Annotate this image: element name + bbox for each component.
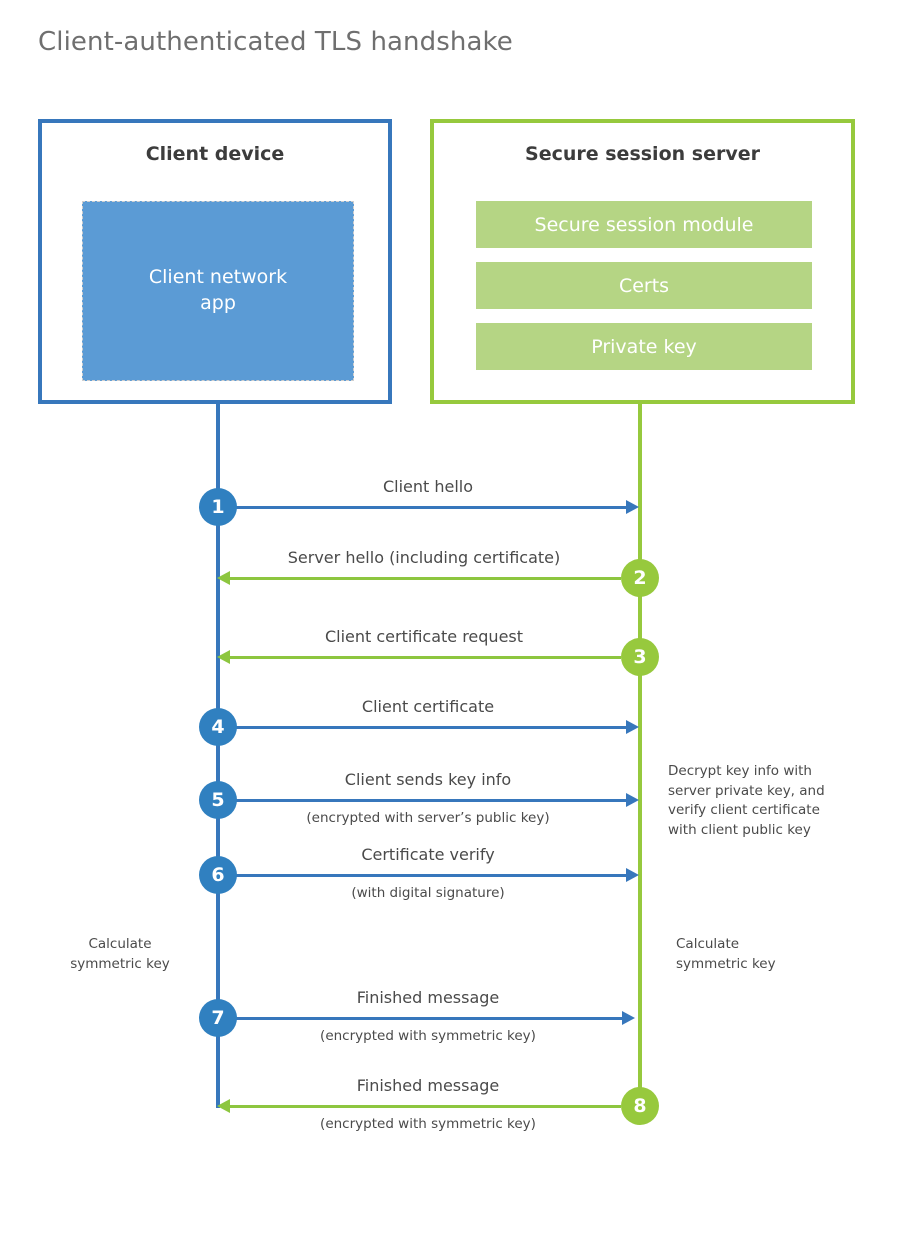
step-5-arrow-line: [236, 799, 626, 802]
server-lifeline: [638, 403, 642, 1108]
server-calculate-symmetric-key-note: Calculate symmetric key: [676, 935, 826, 974]
step-7-arrow-line: [236, 1017, 622, 1020]
step-6-arrow-head-right-icon: [626, 868, 639, 882]
step-7-badge: 7: [199, 999, 237, 1037]
client-calc-note-line1: Calculate: [88, 936, 152, 952]
step-3-badge: 3: [621, 638, 659, 676]
server-module-secure-session: Secure session module: [476, 201, 812, 248]
step-8-sublabel: (encrypted with symmetric key): [320, 1116, 536, 1132]
step-4-arrow-head-right-icon: [626, 720, 639, 734]
client-app-label-line1: Client network: [148, 266, 288, 289]
step-1-arrow-line: [236, 506, 626, 509]
step-7-sublabel: (encrypted with symmetric key): [320, 1028, 536, 1044]
server-module-private-key: Private key: [476, 323, 812, 370]
step-5-badge: 5: [199, 781, 237, 819]
step-1-badge: 1: [199, 488, 237, 526]
server-calc-note-line2: symmetric key: [676, 955, 776, 972]
step-3-arrow-head-left-icon: [217, 650, 230, 664]
client-app-label-line2: app: [200, 292, 236, 314]
step-2-arrow-head-left-icon: [217, 571, 230, 585]
step-1-arrow-head-right-icon: [626, 500, 639, 514]
secure-session-server-title: Secure session server: [525, 143, 760, 165]
step-4-label: Client certificate: [361, 697, 495, 716]
step-8-arrow-head-left-icon: [217, 1099, 230, 1113]
step-4-arrow-line: [236, 726, 626, 729]
step-6-arrow-line: [236, 874, 626, 877]
step-7-label: Finished message: [356, 988, 500, 1007]
step-8-badge: 8: [621, 1087, 659, 1125]
client-lifeline: [216, 403, 220, 1108]
step-1-label: Client hello: [382, 477, 474, 496]
step-6-badge: 6: [199, 856, 237, 894]
client-device-box: Client device Client network app: [38, 119, 392, 404]
step-5-label: Client sends key info: [344, 770, 512, 789]
step-3-label: Client certificate request: [324, 627, 524, 646]
step-2-arrow-line: [230, 577, 621, 580]
step-6-label: Certificate verify: [361, 845, 495, 864]
step-8-label: Finished message: [356, 1076, 500, 1095]
server-decrypt-note: Decrypt key info with server private key…: [668, 763, 825, 838]
server-module-list: Secure session module Certs Private key: [476, 201, 812, 370]
page-title: Client-authenticated TLS handshake: [38, 27, 513, 57]
step-3-arrow-line: [230, 656, 621, 659]
server-calc-note-line1: Calculate: [676, 936, 740, 952]
client-calc-note-line2: symmetric key: [70, 955, 170, 972]
client-calculate-symmetric-key-note: Calculate symmetric key: [46, 935, 194, 974]
step-7-arrow-head-right-icon: [622, 1011, 635, 1025]
step-8-arrow-line: [230, 1105, 621, 1108]
server-module-certs: Certs: [476, 262, 812, 309]
client-network-app-block: Client network app: [82, 201, 354, 381]
client-network-app-label: Client network app: [149, 265, 287, 316]
step-6-sublabel: (with digital signature): [351, 885, 505, 901]
step-2-label: Server hello (including certificate): [287, 548, 561, 567]
step-4-badge: 4: [199, 708, 237, 746]
step-5-arrow-head-right-icon: [626, 793, 639, 807]
client-device-title: Client device: [145, 143, 285, 165]
step-2-badge: 2: [621, 559, 659, 597]
secure-session-server-box: Secure session server Secure session mod…: [430, 119, 855, 404]
step-5-sublabel: (encrypted with server’s public key): [306, 810, 550, 826]
